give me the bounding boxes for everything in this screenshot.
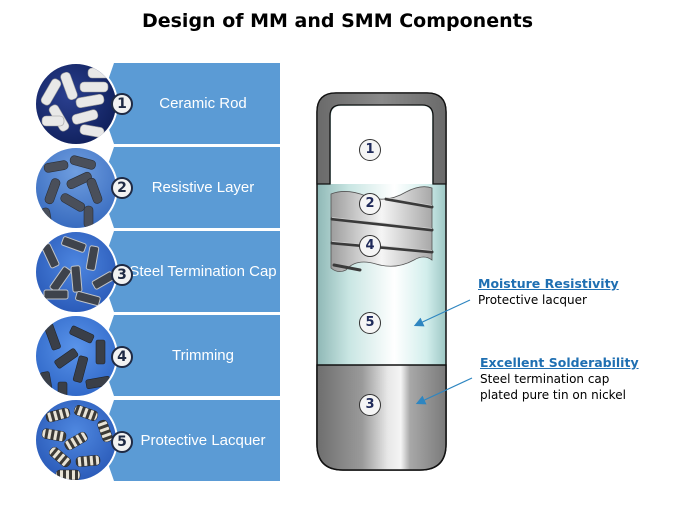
coated-rods-photo bbox=[34, 146, 118, 230]
step-number-2: 2 bbox=[111, 177, 133, 199]
diagram-marker-termination-cap: 3 bbox=[359, 394, 381, 416]
callout-excellent-solderability: Excellent Solderability Steel terminatio… bbox=[480, 355, 639, 403]
resistor-cross-section: 1 2 4 5 3 bbox=[316, 92, 447, 472]
callout-text: Protective lacquer bbox=[478, 293, 587, 307]
callout-text: plated pure tin on nickel bbox=[480, 388, 626, 402]
diagram-marker-ceramic-rod: 1 bbox=[359, 139, 381, 161]
diagram-marker-trimming: 4 bbox=[359, 235, 381, 257]
capped-rods-photo bbox=[34, 230, 118, 314]
arrow-to-lacquer bbox=[413, 299, 471, 327]
diagram-marker-protective-lacquer: 5 bbox=[359, 312, 381, 334]
white-ceramic-rods-photo bbox=[34, 62, 118, 146]
step-label-3: Steel Termination Cap bbox=[129, 263, 277, 280]
resistor-cross-section-drawing bbox=[316, 92, 447, 471]
step-number-5: 5 bbox=[111, 431, 133, 453]
callout-moisture-resistivity: Moisture Resistivity Protective lacquer bbox=[478, 276, 619, 308]
arrow-to-termination-cap bbox=[415, 377, 473, 405]
callout-heading: Excellent Solderability bbox=[480, 355, 639, 370]
step-label-2: Resistive Layer bbox=[151, 179, 255, 196]
step-label-5: Protective Lacquer bbox=[140, 432, 266, 449]
step-number-1: 1 bbox=[111, 93, 133, 115]
diagram-marker-resistive-layer: 2 bbox=[359, 193, 381, 215]
step-number-3: 3 bbox=[111, 264, 133, 286]
callout-heading: Moisture Resistivity bbox=[478, 276, 619, 291]
lacquered-resistors-photo bbox=[34, 398, 118, 482]
callout-text: Steel termination cap bbox=[480, 372, 610, 386]
step-label-1: Ceramic Rod bbox=[159, 95, 247, 112]
step-label-4: Trimming bbox=[172, 347, 234, 364]
process-steps: Ceramic Rod 1 Resistive Layer bbox=[0, 0, 300, 506]
page-title: Design of MM and SMM Components bbox=[141, 10, 534, 32]
step-number-4: 4 bbox=[111, 346, 133, 368]
